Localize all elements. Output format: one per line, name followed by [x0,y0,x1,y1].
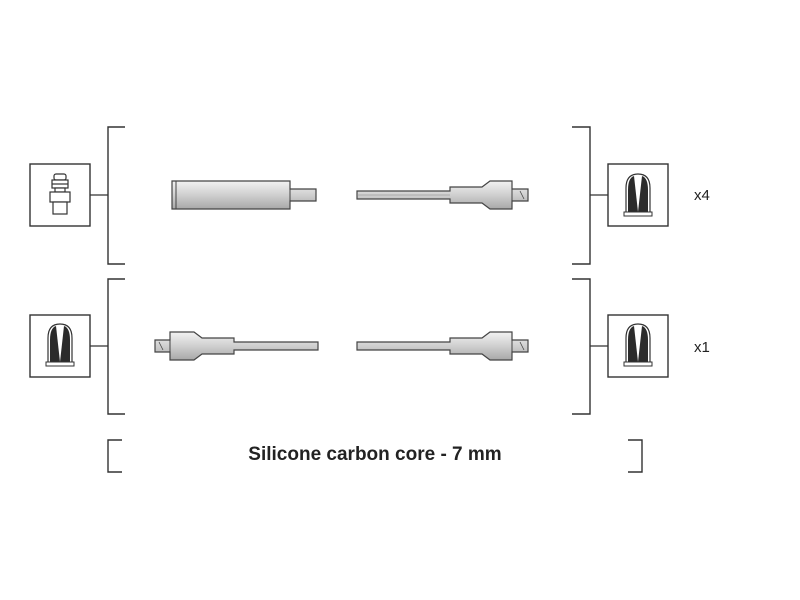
core-caption: Silicone carbon core - 7 mm [248,444,502,465]
row2-right-connector-box [607,314,669,378]
row1-quantity: x4 [694,187,710,204]
row2-right-bracket [572,278,591,415]
row1-right-connector-box [607,163,669,227]
row1-left-connector-box [29,163,108,227]
caption-left-bracket [107,439,122,473]
row2-right-lead [356,331,529,361]
coil-boot-icon [45,323,75,367]
row1-left-bracket [107,126,125,265]
distributor-boot-icon [623,323,653,367]
row1-right-bracket [572,126,591,265]
row2-left-lead [154,331,319,361]
caption-right-bracket [628,439,643,473]
row1-left-lead [171,180,317,210]
spark-plug-terminal-icon [49,173,71,215]
row2-left-connector-box [29,314,108,378]
row2-quantity: x1 [694,339,710,356]
distributor-boot-icon [623,173,653,217]
row2-left-bracket [107,278,125,415]
row1-right-lead [356,180,529,210]
